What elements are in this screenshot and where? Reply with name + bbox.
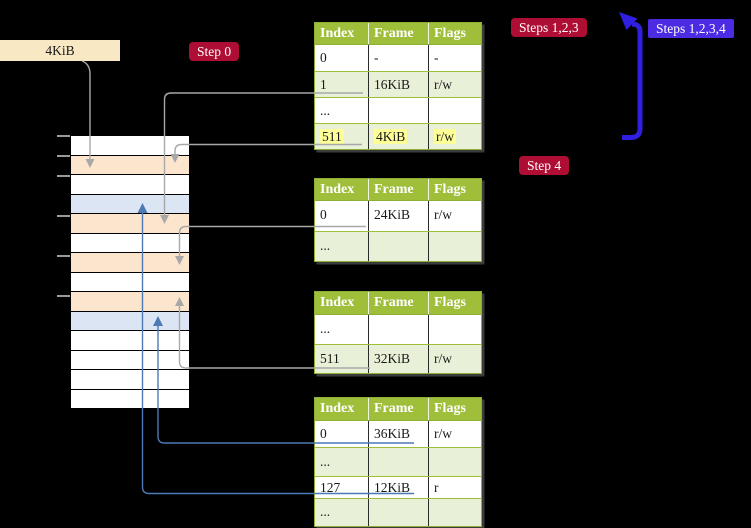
tick-mark (57, 294, 70, 297)
memory-row-blue (71, 194, 189, 214)
cell-flags: r (434, 480, 439, 495)
cell-frame: 24KiB (369, 201, 429, 231)
frame-size-label: 4KiB (0, 40, 120, 61)
cell-flags: r/w (434, 351, 452, 366)
cell-index: 0 (315, 421, 369, 447)
header-flags: Flags (434, 401, 466, 416)
cell-frame (369, 448, 429, 476)
cell-frame: 16KiB (369, 72, 429, 97)
cell-frame: 32KiB (369, 345, 429, 373)
table-row: ... (315, 231, 481, 261)
tick-mark (57, 254, 70, 257)
memory-row-orange (71, 214, 189, 234)
page-table-4: Index Frame Flags 0 36KiB r/w ... 127 12… (314, 397, 482, 527)
tick-mark (57, 154, 70, 157)
loop-back-arrowhead (619, 12, 638, 30)
header-index: Index (315, 23, 369, 44)
table-row: ... (315, 447, 481, 476)
table-row: 511 32KiB r/w (315, 344, 481, 373)
cell-flags: - (434, 50, 439, 65)
cell-frame: 36KiB (369, 421, 429, 447)
cell-index: 0 (315, 45, 369, 71)
cell-flags (429, 98, 481, 123)
table-header: Index Frame Flags (315, 179, 481, 201)
table-row: 0 36KiB r/w (315, 421, 481, 447)
cell-index: ... (315, 98, 369, 123)
table-row: 0 24KiB r/w (315, 201, 481, 231)
header-frame: Frame (369, 23, 429, 44)
memory-row-orange (71, 155, 189, 175)
cell-flags: r/w (434, 426, 452, 441)
cell-index: ... (315, 448, 369, 476)
cell-flags: r/w (434, 129, 456, 144)
cell-flags (429, 448, 481, 476)
table-header: Index Frame Flags (315, 398, 481, 421)
cell-index: ... (315, 499, 369, 526)
page-table-3: Index Frame Flags ... 511 32KiB r/w (314, 291, 482, 374)
table-row: 1 16KiB r/w (315, 71, 481, 97)
page-table-1: Index Frame Flags 0 - - 1 16KiB r/w ... … (314, 22, 482, 150)
cell-index: ... (315, 232, 369, 261)
cell-frame: - (369, 45, 429, 71)
cell-flags (429, 499, 481, 526)
step0-badge: Step 0 (189, 42, 240, 61)
cell-index: 511 (315, 124, 369, 149)
step4-badge: Step 4 (519, 156, 570, 175)
memory-row-white (71, 389, 189, 408)
header-index: Index (315, 292, 369, 314)
memory-row-white (71, 272, 189, 292)
memory-row-white (71, 350, 189, 370)
memory-row-blue (71, 311, 189, 331)
loop-back-arrow (622, 21, 643, 140)
memory-row-orange (71, 253, 189, 273)
cell-index: 511 (315, 345, 369, 373)
cell-flags: r/w (434, 207, 452, 222)
table-header: Index Frame Flags (315, 292, 481, 315)
header-flags: Flags (434, 295, 466, 310)
steps1234-badge: Steps 1,2,3,4 (648, 19, 734, 38)
header-frame: Frame (369, 179, 429, 200)
cell-frame (369, 499, 429, 526)
memory-row-white (71, 136, 189, 156)
header-frame: Frame (369, 292, 429, 314)
cell-frame: 12KiB (369, 477, 429, 498)
table-row: ... (315, 498, 481, 526)
tick-mark (57, 174, 70, 177)
header-index: Index (315, 179, 369, 200)
tick-mark (57, 214, 70, 217)
memory-row-white (71, 370, 189, 390)
cell-index: 1 (315, 72, 369, 97)
table-row: ... (315, 97, 481, 123)
table-row-highlighted: 511 4KiB r/w (315, 123, 481, 149)
header-flags: Flags (434, 182, 466, 197)
cell-frame (369, 232, 429, 261)
cell-index: 0 (315, 201, 369, 231)
tick-mark (57, 134, 70, 137)
cell-frame: 4KiB (369, 124, 429, 149)
header-frame: Frame (369, 398, 429, 420)
memory-row-white (71, 331, 189, 351)
page-table-2: Index Frame Flags 0 24KiB r/w ... (314, 178, 482, 262)
cell-frame (369, 98, 429, 123)
header-index: Index (315, 398, 369, 420)
cell-index: 127 (315, 477, 369, 498)
memory-row-orange (71, 292, 189, 312)
cell-flags (429, 232, 481, 261)
steps123-badge: Steps 1,2,3 (511, 18, 587, 37)
table-row: ... (315, 315, 481, 344)
memory-row-white (71, 175, 189, 195)
table-row: 0 - - (315, 45, 481, 71)
table-row: 127 12KiB r (315, 476, 481, 498)
memory-row-white (71, 233, 189, 253)
header-flags: Flags (434, 26, 466, 41)
cell-flags: r/w (434, 77, 452, 92)
table-header: Index Frame Flags (315, 23, 481, 45)
cell-flags (429, 315, 481, 344)
physical-memory (70, 135, 190, 409)
cell-frame (369, 315, 429, 344)
cell-index: ... (315, 315, 369, 344)
